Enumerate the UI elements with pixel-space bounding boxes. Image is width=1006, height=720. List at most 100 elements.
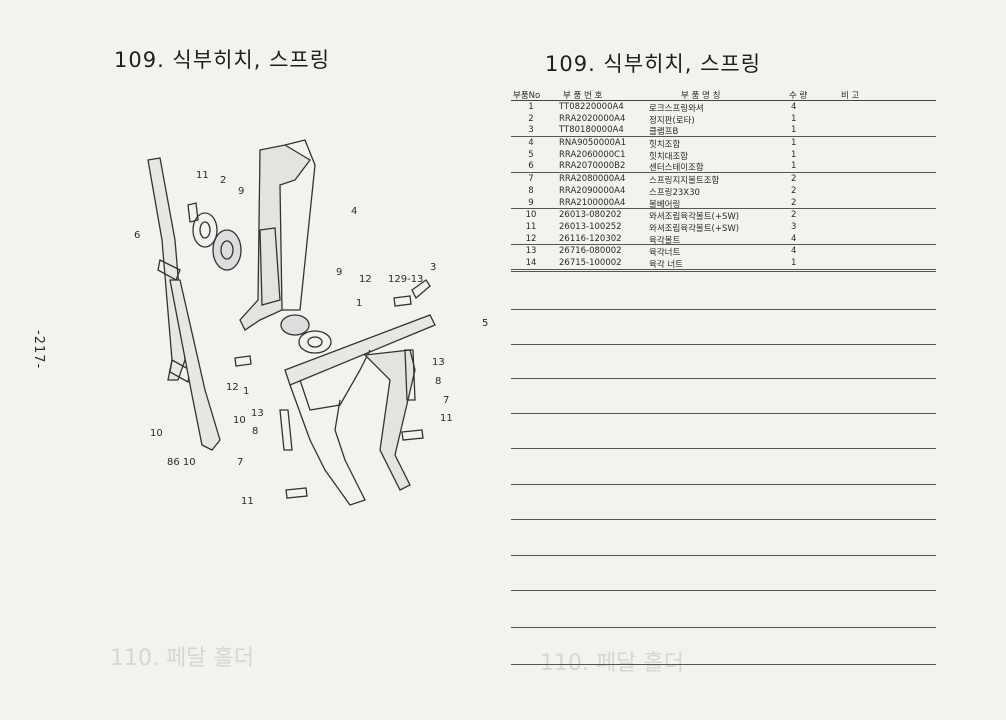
cell-name: 와셔조립육각볼트(+SW)	[649, 212, 740, 223]
cell-code: RRA2020000A4	[559, 113, 626, 124]
header-part-no: 부품No	[513, 91, 541, 101]
cell-code: RRA2070000B2	[559, 161, 626, 172]
cell-no: 10	[525, 210, 537, 221]
cell-name: 볼베어링	[649, 199, 681, 210]
header-quantity: 수 량	[789, 91, 808, 101]
cell-qty: 1	[791, 113, 797, 124]
empty-row-rule	[511, 519, 936, 520]
header-part-code: 부 품 번 호	[563, 91, 603, 101]
cell-no: 1	[528, 102, 534, 112]
cell-name: 스프링23X30	[649, 187, 700, 198]
callout-label: 8	[435, 376, 441, 387]
header-notes: 비 고	[841, 91, 860, 101]
cell-code: RRA2090000A4	[559, 185, 626, 196]
callout-label: 10	[150, 428, 163, 439]
callout-label: 8	[252, 426, 258, 437]
cell-no: 13	[525, 246, 537, 257]
cell-no: 2	[528, 113, 534, 124]
cell-code: 26715-100002	[559, 257, 622, 268]
callout-label: 11	[440, 413, 453, 424]
cell-qty: 1	[791, 257, 797, 268]
table-row: 6 RRA2070000B2 센터스테이조합 1	[511, 160, 936, 173]
callout-label: 7	[237, 457, 243, 468]
cell-name: 와셔조립육각볼트(+SW)	[649, 223, 740, 234]
cell-name: 로크스프링와셔	[649, 104, 704, 114]
cell-qty: 1	[791, 138, 797, 149]
cell-no: 4	[528, 138, 534, 149]
callout-label: 2	[220, 175, 226, 186]
cell-name: 클램프B	[649, 127, 679, 138]
table-row: 9 RRA2100000A4 볼베어링 2	[511, 197, 936, 210]
cell-code: RRA2060000C1	[559, 149, 626, 160]
bleed-through-text: 110. 페달 홀더	[540, 651, 684, 676]
table-row: 14 26715-100002 육각 너트 1	[511, 257, 936, 270]
cell-name: 힛치대조합	[649, 151, 689, 162]
section-title-right: 109. 식부히치, 스프링	[545, 52, 762, 76]
cell-no: 12	[525, 233, 537, 244]
section-title-left: 109. 식부히치, 스프링	[114, 48, 331, 72]
cell-code: 26013-080202	[559, 210, 622, 221]
callout-label: 10	[233, 415, 246, 426]
cell-no: 9	[528, 197, 534, 208]
empty-row-rule	[511, 413, 936, 414]
cell-code: RNA9050000A1	[559, 138, 627, 149]
callout-label: 9	[336, 267, 342, 278]
cell-qty: 1	[791, 161, 797, 172]
callout-label: 12	[226, 382, 239, 393]
cell-no: 6	[528, 161, 534, 172]
page-number: -217-	[31, 330, 46, 370]
table-row: 5 RRA2060000C1 힛치대조합 1	[511, 149, 936, 162]
empty-row-rule	[511, 309, 936, 310]
cell-code: RRA2100000A4	[559, 197, 626, 208]
cell-name: 정지판(로타)	[649, 115, 695, 126]
callout-label: 6	[134, 230, 140, 241]
bleed-through-text: 110. 페달 홀더	[110, 646, 254, 671]
cell-qty: 1	[791, 125, 797, 136]
cell-qty: 3	[791, 221, 797, 232]
callout-label: 11	[241, 496, 254, 507]
cell-qty: 2	[791, 197, 797, 208]
cell-qty: 1	[791, 149, 797, 160]
callout-label: 13	[432, 357, 445, 368]
table-row: 10 26013-080202 와셔조립육각볼트(+SW) 2	[511, 209, 936, 223]
empty-row-rule	[511, 271, 936, 272]
callout-label: 3	[430, 262, 436, 273]
callout-label: 129-13	[388, 274, 423, 285]
cell-name: 육각 너트	[649, 259, 683, 270]
cell-code: RRA2080000A4	[559, 174, 626, 185]
callout-label: 13	[251, 408, 264, 419]
callout-label: 5	[482, 318, 488, 329]
table-row: 4 RNA9050000A1 힛치조합 1	[511, 137, 936, 151]
empty-row-rule	[511, 590, 936, 591]
empty-row-rule	[511, 664, 936, 665]
cell-no: 14	[525, 257, 537, 268]
cell-name: 육각너트	[649, 248, 681, 259]
hitch-drawing	[147, 139, 436, 506]
cell-no: 3	[528, 125, 534, 136]
cell-name: 힛치조합	[649, 140, 681, 151]
table-header: 부품No 부 품 번 호 부 품 명 칭 수 량 비 고	[511, 88, 936, 101]
header-part-name: 부 품 명 칭	[681, 91, 721, 101]
cell-qty: 2	[791, 210, 797, 221]
cell-name: 센터스테이조합	[649, 163, 704, 174]
empty-row-rule	[511, 484, 936, 485]
cell-no: 5	[528, 149, 534, 160]
callout-label: 1	[243, 386, 249, 397]
cell-name: 스프링지지볼트조합	[649, 176, 720, 187]
callout-label: 1	[356, 298, 362, 309]
empty-row-rule	[511, 378, 936, 379]
callout-label: 12	[359, 274, 372, 285]
callout-label: 11	[196, 170, 209, 181]
cell-name: 육각볼트	[649, 235, 681, 246]
cell-code: 26716-080002	[559, 246, 622, 257]
empty-row-rule	[511, 344, 936, 345]
cell-no: 8	[528, 185, 534, 196]
callout-label: 7	[443, 395, 449, 406]
table-row: 2 RRA2020000A4 정지판(로타) 1	[511, 113, 936, 126]
exploded-parts-diagram: 11 2 9 6 4 9 12 129-13 3 1 5 12 1 13 8 1…	[134, 139, 488, 507]
